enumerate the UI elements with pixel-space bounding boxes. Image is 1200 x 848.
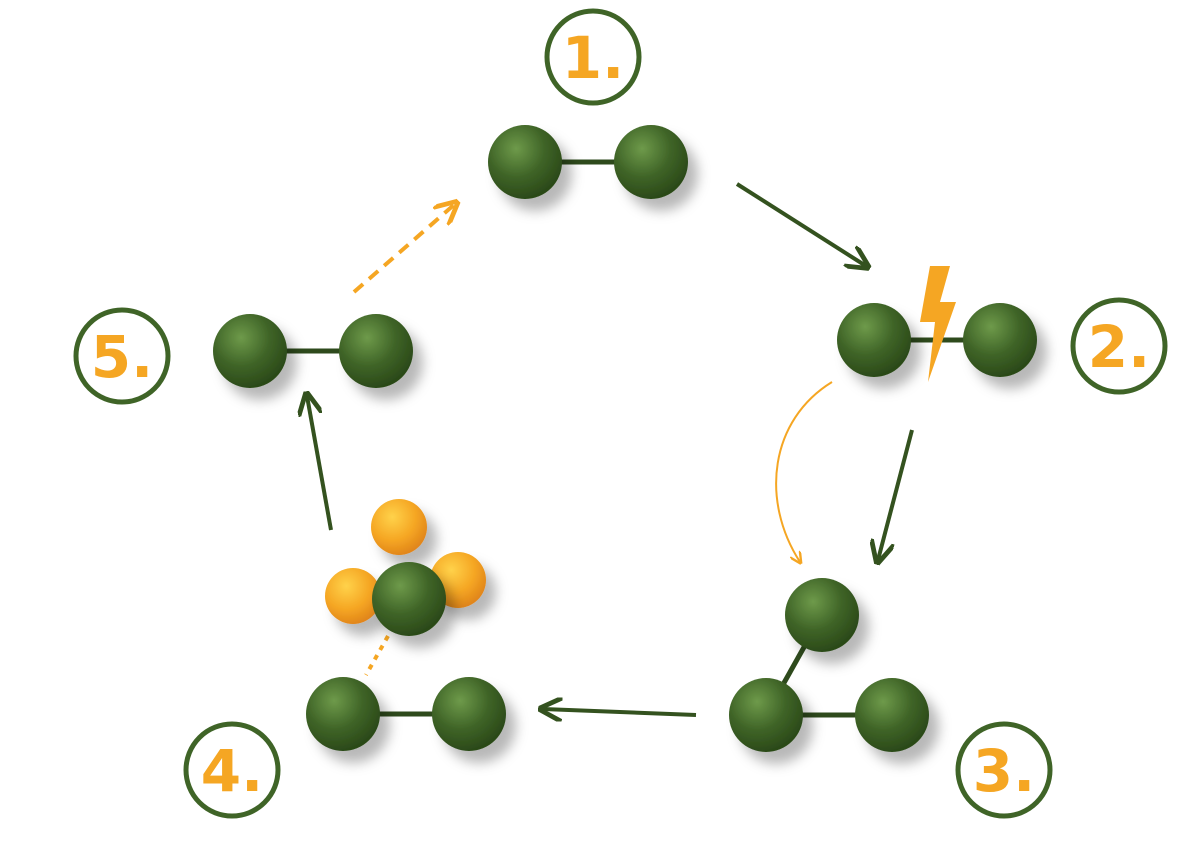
- dashed-arrow-5-to-1: [352, 204, 455, 294]
- molecule-step-3: [729, 578, 929, 752]
- step-5-label: 5.: [91, 323, 153, 391]
- step-1-label: 1.: [562, 24, 624, 92]
- step-5-badge: 5.: [73, 307, 171, 405]
- step-3-badge: 3.: [955, 721, 1053, 819]
- step-3-label: 3.: [973, 737, 1035, 805]
- step-5-ring: [73, 307, 171, 405]
- orange-atom: [371, 499, 427, 555]
- molecule-step-2: [837, 266, 1037, 382]
- step-2-label: 2.: [1088, 313, 1150, 381]
- arrow-4-to-5: [307, 396, 333, 531]
- atom: [372, 562, 446, 636]
- step-2-badge: 2.: [1070, 297, 1168, 395]
- step-2-ring: [1070, 297, 1168, 395]
- arrow-2-to-3: [878, 429, 914, 560]
- atom: [488, 125, 562, 199]
- atom: [963, 303, 1037, 377]
- dotted-interaction-line: [364, 635, 390, 676]
- substituent-cluster: [325, 499, 486, 636]
- atom: [614, 125, 688, 199]
- atom: [855, 678, 929, 752]
- atom: [785, 578, 859, 652]
- step-4-badge: 4.: [183, 721, 281, 819]
- molecule-step-4: [306, 677, 506, 751]
- molecule-step-5: [213, 314, 413, 388]
- orange-atom: [325, 568, 381, 624]
- arrow-1-to-2: [735, 182, 866, 266]
- arrow-3-to-4: [543, 709, 697, 715]
- step-1-ring: [544, 8, 642, 106]
- molecule-step-1: [488, 125, 688, 199]
- atom: [432, 677, 506, 751]
- step-4-label: 4.: [201, 737, 263, 805]
- orange-curved-arrow: [775, 381, 833, 562]
- lightning-bolt-icon: [920, 266, 956, 382]
- atom: [306, 677, 380, 751]
- atom: [213, 314, 287, 388]
- step-4-ring: [183, 721, 281, 819]
- step-3-ring: [955, 721, 1053, 819]
- atom: [339, 314, 413, 388]
- step-1-badge: 1.: [544, 8, 642, 106]
- atom: [729, 678, 803, 752]
- atom: [837, 303, 911, 377]
